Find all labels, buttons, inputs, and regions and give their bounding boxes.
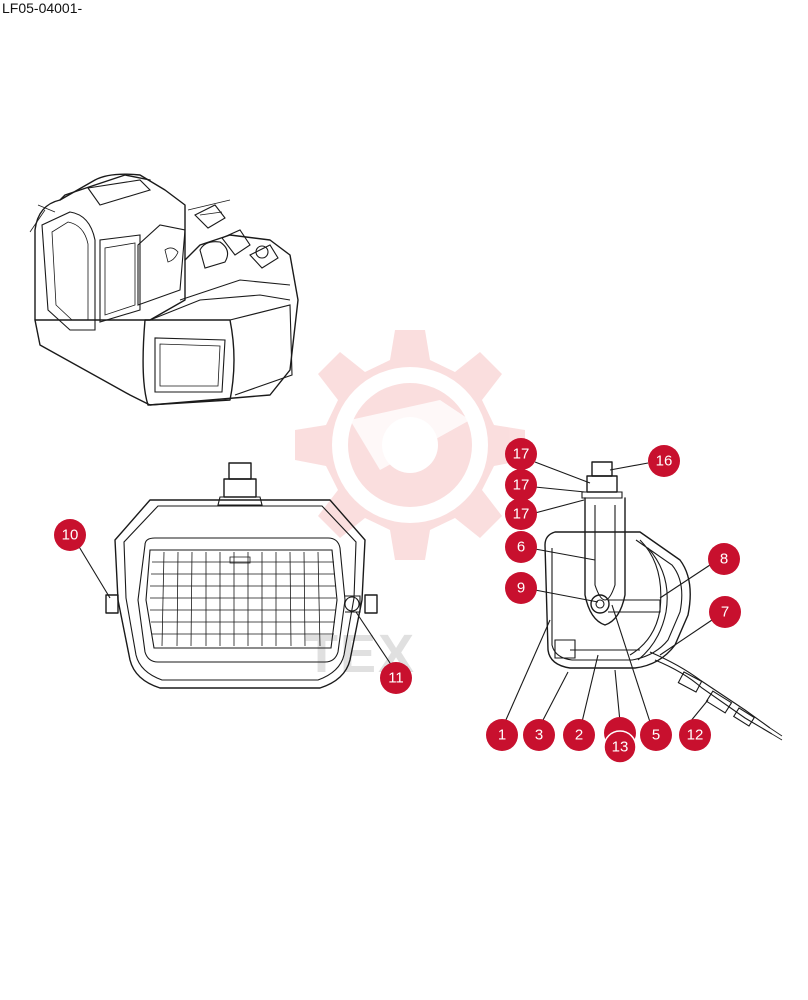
svg-text:11: 11 — [388, 670, 404, 687]
svg-text:17: 17 — [513, 477, 530, 494]
svg-text:6: 6 — [517, 539, 525, 556]
svg-text:5: 5 — [652, 727, 660, 744]
svg-text:17: 17 — [513, 506, 530, 523]
lamp-front-view — [105, 462, 378, 689]
callout-7: 7 — [709, 596, 741, 628]
svg-text:8: 8 — [720, 551, 728, 568]
leader-lines — [77, 461, 713, 723]
svg-text:16: 16 — [656, 453, 673, 470]
callout-17: 17 — [505, 498, 537, 530]
svg-text:1: 1 — [498, 727, 506, 744]
callout-9: 9 — [505, 572, 537, 604]
diagram-title: LF05-04001- — [2, 0, 83, 16]
callout-15: 17 — [505, 438, 537, 470]
callout-14: 16 — [648, 445, 680, 477]
callout-8: 8 — [708, 543, 740, 575]
callout-16: 17 — [505, 469, 537, 501]
watermark-logo — [295, 330, 525, 560]
callout-13: 13 — [603, 717, 637, 764]
svg-text:13: 13 — [612, 739, 629, 756]
svg-text:2: 2 — [575, 727, 583, 744]
callout-2: 2 — [563, 719, 595, 751]
svg-text:7: 7 — [721, 604, 729, 621]
svg-text:12: 12 — [687, 727, 704, 744]
callout-12: 12 — [679, 719, 711, 751]
svg-text:17: 17 — [513, 446, 530, 463]
svg-text:3: 3 — [535, 727, 543, 744]
svg-text:9: 9 — [517, 580, 525, 597]
svg-text:10: 10 — [62, 527, 79, 544]
callout-6: 6 — [505, 531, 537, 563]
callout-11: 11 — [380, 662, 412, 694]
lamp-side-view — [544, 461, 783, 741]
machine-overview — [29, 173, 299, 406]
callout-10: 10 — [54, 519, 86, 551]
callout-5: 5 — [640, 719, 672, 751]
callout-3: 3 — [523, 719, 555, 751]
callout-1: 1 — [486, 719, 518, 751]
